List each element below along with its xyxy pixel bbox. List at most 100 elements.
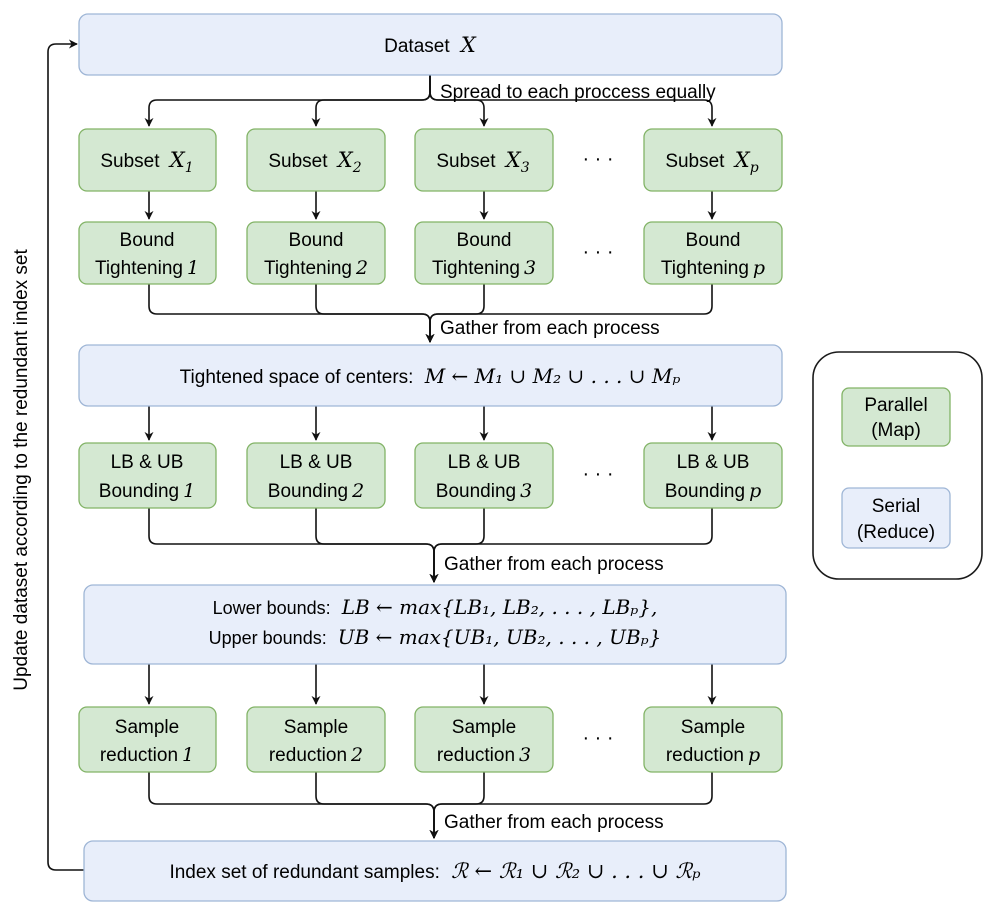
spread-label: Spread to each proccess equally — [440, 82, 716, 103]
sample-idx: 3 — [519, 744, 531, 766]
edge-gather1-p — [425, 284, 713, 343]
subset-var: X — [733, 148, 751, 172]
feedback-label: Update dataset according to the redundan… — [11, 249, 32, 691]
ellipsis-row-lbub: · · · — [582, 463, 613, 485]
legend: Parallel (Map) Serial (Reduce) — [812, 351, 983, 580]
gather-label-2: Gather from each process — [444, 554, 664, 575]
subset-label: Subset — [665, 151, 725, 172]
gather-label-3: Gather from each process — [444, 812, 664, 833]
sample-line2: reduction — [269, 745, 347, 766]
bound-idx: 1 — [187, 257, 199, 279]
tightened-text: Tightened space of centers: — [180, 367, 414, 388]
sample-line1: Sample — [284, 717, 348, 738]
ellipsis-row-sample: · · · — [582, 727, 613, 749]
bound-line2: Tightening — [432, 258, 520, 279]
svg-text:Dataset X: Dataset X — [384, 33, 477, 57]
edge-gather3-2 — [315, 772, 439, 839]
lbub-line2: Bounding — [436, 481, 516, 502]
lbub-idx: 2 — [351, 480, 364, 502]
lbub-line2: Bounding — [99, 481, 179, 502]
edges — [47, 39, 717, 871]
svg-text:Subset Xp: Subset Xp — [665, 148, 758, 176]
legend-serial-line1: Serial — [872, 496, 921, 517]
subset-var: X — [336, 148, 354, 172]
sample-idx: p — [748, 744, 760, 766]
edge-gather2-p — [429, 508, 713, 583]
index-set-text: Index set of redundant samples: — [169, 862, 439, 883]
bound-idx: 3 — [524, 257, 536, 279]
lbub-line2: Bounding — [268, 481, 348, 502]
edge-spread-p — [429, 75, 717, 127]
lbub-idx: p — [749, 480, 761, 502]
lower-bounds-formula: LB ← max{LB₁, LB₂, . . . , LBₚ}, — [341, 595, 658, 619]
bound-line1: Bound — [120, 230, 175, 251]
lbub-line1: LB & UB — [448, 452, 521, 473]
subset-box-2: Subset X2 — [246, 128, 386, 192]
subset-box-3: Subset X3 — [414, 128, 554, 192]
dataset-label: Dataset — [384, 36, 450, 57]
subset-sub: p — [750, 160, 759, 176]
svg-text:Lower bounds: LB ← max{L: Lower bounds: LB ← max{LB₁, LB₂, . . . ,… — [213, 595, 658, 619]
edge-gather3-p — [429, 772, 713, 839]
subset-label: Subset — [268, 151, 328, 172]
bounds-box: Lower bounds: LB ← max{LB₁, LB₂, . . . ,… — [83, 584, 787, 665]
upper-bounds-formula: UB ← max{UB₁, UB₂, . . . , UBₚ} — [338, 625, 662, 649]
edge-spread-2 — [311, 75, 431, 127]
ellipsis-row-subset: · · · — [582, 148, 613, 170]
dataset-var: X — [459, 33, 477, 57]
tightened-space-box: Tightened space of centers: M ← M₁ ∪ M₂ … — [78, 344, 783, 407]
svg-text:Subset X1: Subset X1 — [100, 148, 193, 176]
sample-line2: reduction — [437, 745, 515, 766]
lbub-line2: Bounding — [665, 481, 745, 502]
dataset-box: Dataset X — [78, 13, 783, 76]
edge-gather2-2 — [315, 508, 439, 583]
lower-bounds-text: Lower bounds: — [213, 598, 331, 618]
bound-line1: Bound — [457, 230, 512, 251]
legend-parallel-line2: (Map) — [871, 420, 921, 441]
svg-text:Upper bounds: UB ← max{U: Upper bounds: UB ← max{UB₁, UB₂, . . . ,… — [209, 625, 662, 649]
subset-sub: 1 — [185, 160, 194, 176]
svg-text:Subset X3: Subset X3 — [436, 148, 529, 176]
subset-label: Subset — [100, 151, 160, 172]
subset-sub: 2 — [352, 160, 362, 176]
sample-idx: 1 — [182, 744, 194, 766]
lbub-line1: LB & UB — [280, 452, 353, 473]
tightened-formula: M ← M₁ ∪ M₂ ∪ . . . ∪ Mₚ — [424, 364, 681, 388]
legend-serial-line2: (Reduce) — [857, 522, 935, 543]
edge-gather3-1 — [148, 772, 439, 839]
sample-line1: Sample — [452, 717, 516, 738]
ellipsis-row-bound: · · · — [582, 241, 613, 263]
bound-line2: Tightening — [264, 258, 352, 279]
edge-gather2-1 — [148, 508, 439, 583]
subset-label: Subset — [436, 151, 496, 172]
subset-var: X — [504, 148, 522, 172]
svg-text:Subset X2: Subset X2 — [268, 148, 361, 176]
legend-parallel: Parallel (Map) — [841, 387, 951, 447]
subset-box-p: Subset Xp — [643, 128, 783, 192]
edge-gather1-1 — [148, 284, 435, 343]
bound-line1: Bound — [686, 230, 741, 251]
lbub-line1: LB & UB — [111, 452, 184, 473]
bound-idx: 2 — [355, 257, 368, 279]
upper-bounds-text: Upper bounds: — [209, 628, 327, 648]
sample-idx: 2 — [350, 744, 363, 766]
lbub-idx: 1 — [183, 480, 195, 502]
sample-line2: reduction — [666, 745, 744, 766]
index-set-formula: ℛ ← ℛ₁ ∪ ℛ₂ ∪ . . . ∪ ℛₚ — [451, 859, 700, 883]
